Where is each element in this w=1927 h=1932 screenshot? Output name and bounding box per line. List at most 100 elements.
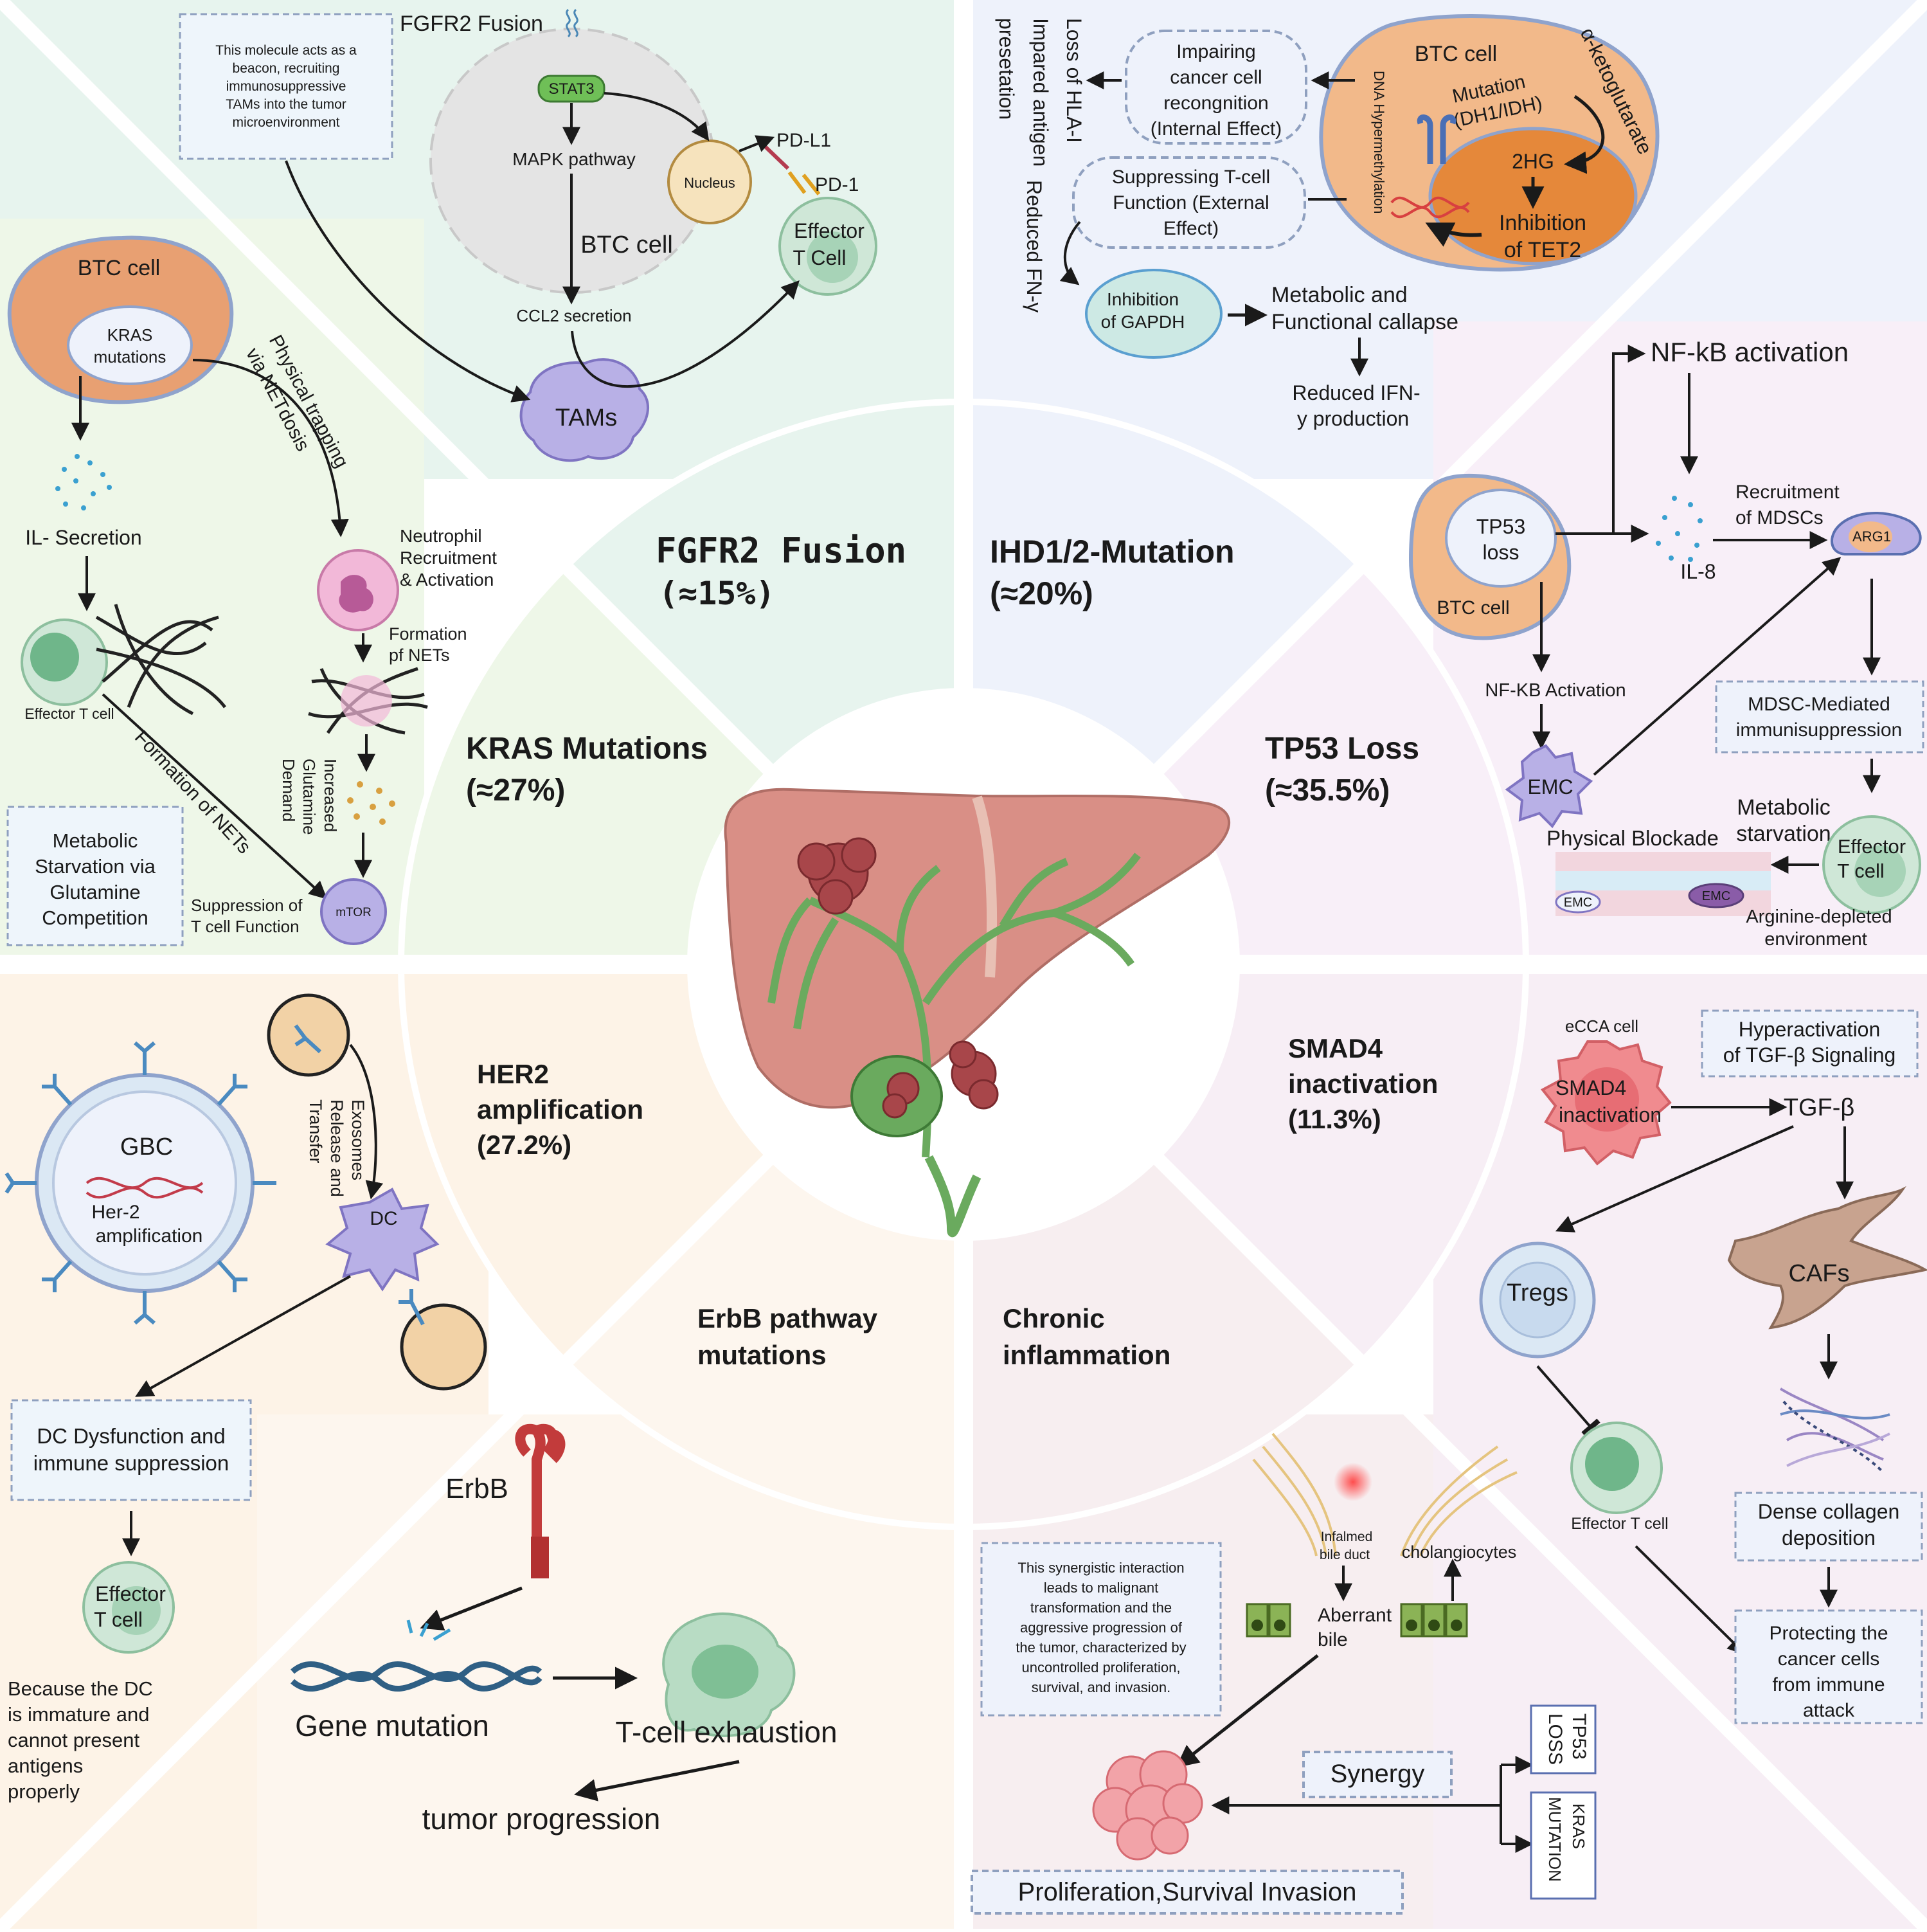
- pd1-label: PD-1: [815, 174, 859, 195]
- protect-l3: from immune: [1772, 1674, 1885, 1695]
- stat3-label: STAT3: [548, 80, 594, 98]
- suppressing-box: [1072, 156, 1306, 249]
- recruitment-l2: of MDSCs: [1735, 507, 1824, 528]
- sector-pct-her2: (27.2%): [477, 1130, 571, 1160]
- tp53-loss-l2: loss: [1483, 541, 1519, 564]
- exosomes-l1: Exosomes: [348, 1099, 368, 1180]
- chronic-note-l3: transformation and the: [1030, 1600, 1172, 1616]
- sector-label-erbb-2: mutations: [697, 1340, 827, 1370]
- prolif-label: Proliferation,Survival Invasion: [1018, 1878, 1357, 1906]
- effector-t-her2-nucleus: [112, 1586, 161, 1635]
- mtor-cell: [320, 878, 387, 945]
- erbb-receptor-icon: [515, 1423, 566, 1578]
- tumor-mass-3: [882, 1072, 920, 1119]
- ecca-nucleus: [1575, 1067, 1639, 1132]
- sector-label-chronic: Chronic: [1003, 1303, 1105, 1333]
- mtor-label: mTOR: [336, 906, 372, 919]
- arrow-tgf-tregs: [1555, 1125, 1794, 1232]
- effector-kras-label: Effector T cell: [24, 705, 114, 722]
- ihd-reduced-fn: Reduced FN-γ: [1023, 180, 1046, 312]
- sector-pct-smad4: (11.3%): [1288, 1104, 1381, 1134]
- sector-label-kras: KRAS Mutations: [466, 732, 708, 766]
- emc-blob-1-label: EMC: [1564, 896, 1592, 910]
- kras-mut-l2: mutations: [94, 347, 166, 366]
- protect-l1: Protecting the: [1769, 1623, 1888, 1644]
- metabolic-box-l1: Metabolic: [53, 829, 138, 852]
- mdsc-box: [1715, 680, 1924, 754]
- arrow-dc-box: [135, 1275, 351, 1397]
- arrow-aberrant-tumor: [1176, 1654, 1319, 1768]
- gapdh-l2: of GAPDH: [1101, 312, 1185, 332]
- arrow-kras-neutrophil: [192, 359, 349, 537]
- emc-blob-2-label: EMC: [1702, 889, 1730, 903]
- cholangiocytes-label: cholangiocytes: [1402, 1542, 1517, 1562]
- aberrant-l1: Aberrant: [1318, 1605, 1392, 1626]
- arrow-effector-mtor: [102, 693, 328, 899]
- glutamine-dots: [347, 781, 395, 825]
- glutamine-l1: Increased: [321, 759, 340, 832]
- arrow-emc-mdsc: [1593, 557, 1842, 776]
- btc-label-kras: BTC cell: [78, 256, 160, 280]
- erbb-label: ErbB: [445, 1473, 508, 1504]
- dc-cell: [325, 1187, 440, 1292]
- mutation-spark: [406, 1620, 451, 1641]
- pdl1-label: PD-L1: [776, 130, 831, 151]
- chronic-note-l5: the tumor, characterized by: [1016, 1639, 1186, 1656]
- btc-label-ihd: BTC cell: [1415, 42, 1497, 66]
- tregs-nucleus: [1499, 1261, 1576, 1339]
- cafs-cell: [1727, 1186, 1927, 1330]
- recipient-receptor: [399, 1289, 425, 1326]
- reduced-ifn-l2: y production: [1297, 407, 1409, 430]
- glutamine-l2: Glutamine: [300, 759, 319, 835]
- tp53-loss-box-l2: LOSS: [1545, 1713, 1566, 1765]
- ihd-loss-hla: Loss of HLA-I: [1062, 18, 1086, 143]
- arrow-note-tams: [285, 160, 531, 402]
- neutrophil-l2: Recruitment: [400, 548, 497, 568]
- fgfr2-note-l5: microenvironment: [233, 115, 340, 130]
- arrow-ccl2-effector: [571, 280, 800, 388]
- kras-mut-box-l1: KRAS: [1569, 1803, 1588, 1849]
- reduced-ifn-l1: Reduced IFN-: [1292, 381, 1420, 404]
- tp53-loss-box: [1530, 1704, 1597, 1774]
- effector-t-kras-nucleus: [30, 633, 79, 682]
- panel-tp53: NF-kB activation TP53 loss BTC cell IL-8…: [1408, 337, 1924, 950]
- panel-erbb: ErbB Gene mutation T-cell exhaustion tum…: [291, 1423, 838, 1836]
- impairing-l3: recongnition: [1163, 93, 1268, 114]
- ihd-presentation: presetation: [995, 18, 1018, 120]
- emc-blob-2: [1688, 883, 1744, 908]
- ccl2-label: CCL2 secretion: [516, 306, 631, 325]
- btc-label-tp53: BTC cell: [1437, 597, 1509, 618]
- tumor-mass-2: [949, 1040, 999, 1110]
- because-l4: antigens: [8, 1755, 83, 1777]
- arrow-tet2-dna: [1425, 222, 1482, 247]
- arrow-effector-protect: [1635, 1545, 1746, 1655]
- nucleus: [667, 140, 752, 224]
- chronic-note-box: [980, 1542, 1222, 1717]
- common-duct: [924, 1155, 981, 1238]
- exhausted-t-cell-nucleus: [692, 1645, 758, 1699]
- effector-her2-l1: Effector: [95, 1582, 166, 1605]
- effector-her2-l2: T cell: [94, 1608, 143, 1631]
- gapdh-l1: Inhibition: [1107, 289, 1179, 309]
- smad4-l1: SMAD4: [1555, 1076, 1626, 1099]
- panel-smad4: eCCA cell SMAD4 inactivation Hyperactiva…: [1479, 1009, 1927, 1724]
- sector-pct-ihd: (≈20%): [990, 575, 1093, 611]
- her2amp-l1: Her-2: [91, 1202, 139, 1223]
- idh-receptor-icon: [1417, 114, 1456, 164]
- panel-ihd: Loss of HLA-I Impared antigen presetatio…: [995, 14, 1660, 430]
- nfkb-activation-label: NF-kB activation: [1651, 337, 1849, 367]
- effector-tp53-l2: T cell: [1837, 860, 1885, 882]
- inflamed-l1: Infalmed: [1321, 1530, 1373, 1544]
- sector-label-chronic-2: inflammation: [1003, 1340, 1170, 1370]
- effector-label-fgfr2-1: Effector: [794, 219, 865, 242]
- collagen-fibers: [1779, 1387, 1890, 1474]
- pd1-icon: [787, 171, 821, 195]
- trapped-neutrophil: [341, 675, 392, 727]
- chronic-note-l1: This synergistic interaction: [1017, 1560, 1184, 1576]
- chronic-note-l6: uncontrolled proliferation,: [1021, 1659, 1180, 1675]
- impairing-l4: (Internal Effect): [1151, 118, 1282, 140]
- tp53-loss-box-l1: TP53: [1568, 1713, 1590, 1760]
- exosome-receptor: [294, 1024, 322, 1054]
- hyper-box: [1701, 1009, 1919, 1078]
- arrow-exo-dc: [349, 1043, 384, 1200]
